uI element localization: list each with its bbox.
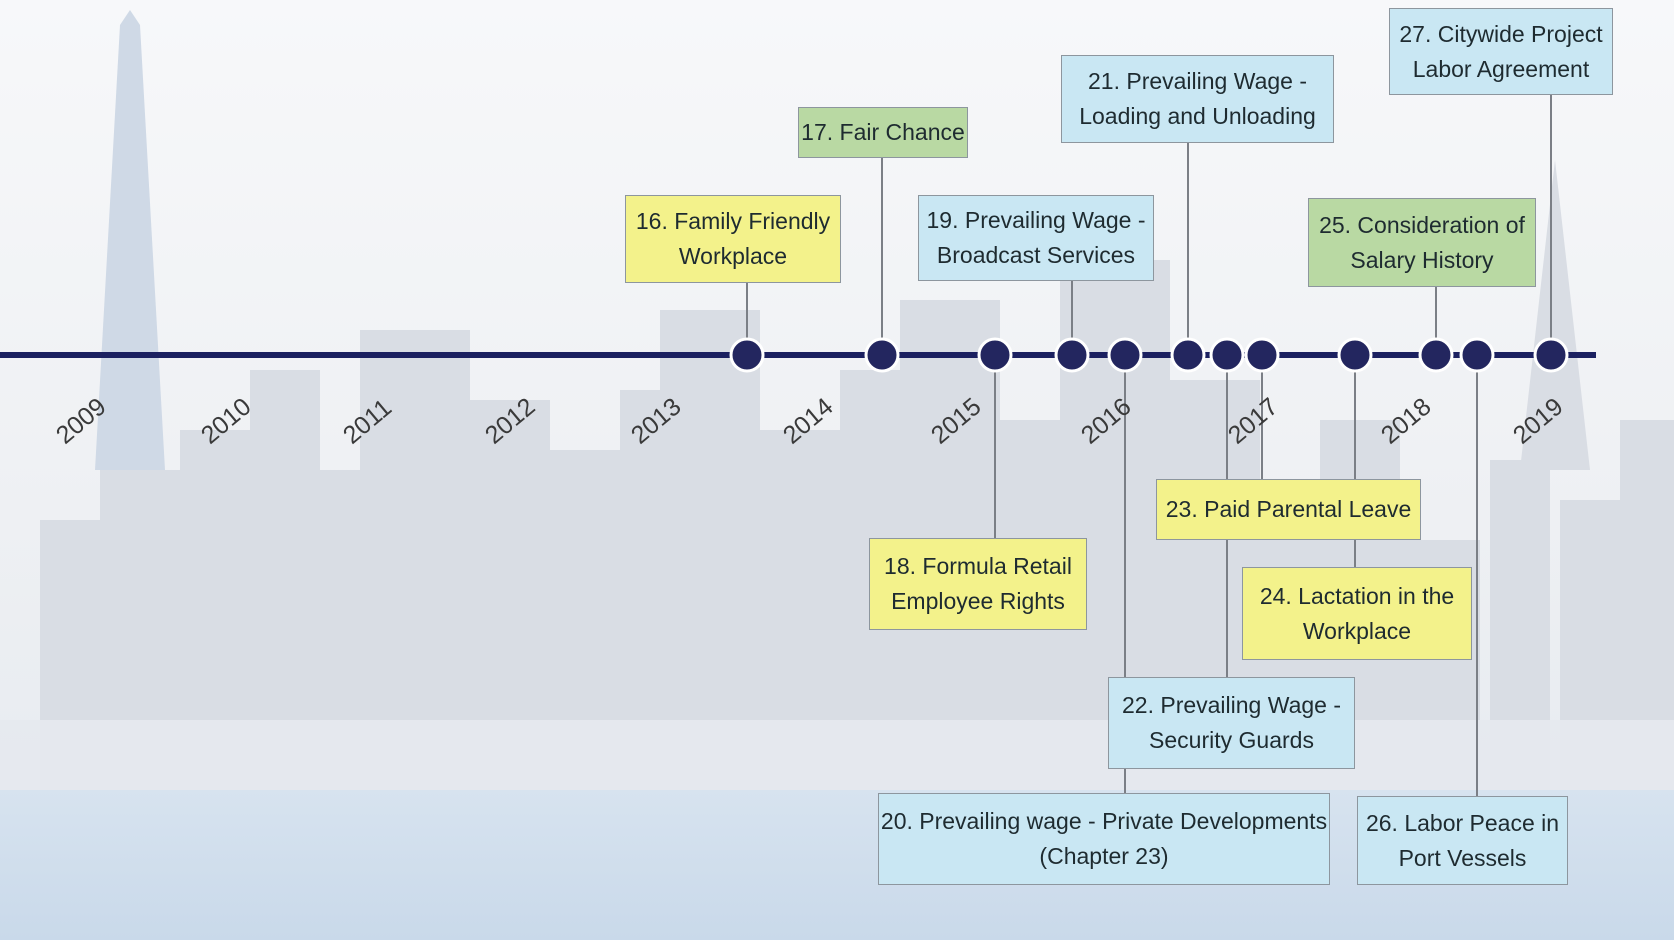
event-label-17: 17. Fair Chance — [801, 119, 965, 145]
event-callout-16: 16. Family Friendly Workplace — [625, 195, 841, 283]
event-dot-16 — [729, 337, 765, 373]
event-dot-24 — [1337, 337, 1373, 373]
event-label-26: 26. Labor Peace in Port Vessels — [1365, 809, 1560, 871]
event-callout-24: 24. Lactation in the Workplace — [1242, 567, 1472, 660]
event-callout-23: 23. Paid Parental Leave — [1156, 479, 1421, 540]
event-label-16: 16. Family Friendly Workplace — [635, 208, 831, 269]
event-label-20: 20. Prevailing wage - Private Developmen… — [880, 808, 1328, 869]
event-dot-27 — [1533, 337, 1569, 373]
event-dot-21 — [1170, 337, 1206, 373]
event-dot-18 — [977, 337, 1013, 373]
event-label-19: 19. Prevailing Wage - Broadcast Services — [926, 207, 1146, 268]
year-label-2013: 2013 — [626, 392, 687, 449]
year-label-2011: 2011 — [338, 394, 397, 450]
event-dot-25 — [1418, 337, 1454, 373]
event-dot-19 — [1054, 337, 1090, 373]
event-label-22: 22. Prevailing Wage - Security Guards — [1121, 692, 1342, 753]
event-callout-21: 21. Prevailing Wage - Loading and Unload… — [1061, 55, 1334, 143]
event-callout-18: 18. Formula Retail Employee Rights — [869, 538, 1087, 630]
event-dot-17 — [864, 337, 900, 373]
event-dot-22 — [1209, 337, 1245, 373]
year-label-2009: 2009 — [51, 392, 112, 449]
event-label-27: 27. Citywide Project Labor Agreement — [1399, 20, 1603, 82]
year-label-2014: 2014 — [778, 392, 839, 449]
year-label-2016: 2016 — [1076, 392, 1137, 449]
event-callout-20: 20. Prevailing wage - Private Developmen… — [878, 793, 1330, 885]
year-label-2019: 2019 — [1508, 392, 1569, 449]
event-dot-23 — [1244, 337, 1280, 373]
event-label-25: 25. Consideration of Salary History — [1319, 211, 1525, 273]
year-label-2010: 2010 — [196, 392, 257, 449]
event-callout-27: 27. Citywide Project Labor Agreement — [1389, 8, 1613, 95]
event-callout-17: 17. Fair Chance — [798, 107, 968, 158]
year-label-2018: 2018 — [1376, 392, 1437, 449]
event-callout-22: 22. Prevailing Wage - Security Guards — [1108, 677, 1355, 769]
event-label-18: 18. Formula Retail Employee Rights — [884, 553, 1072, 614]
event-dot-26 — [1459, 337, 1495, 373]
event-callout-19: 19. Prevailing Wage - Broadcast Services — [918, 195, 1154, 281]
event-dot-20 — [1107, 337, 1143, 373]
year-label-2015: 2015 — [926, 392, 987, 449]
event-callout-26: 26. Labor Peace in Port Vessels — [1357, 796, 1568, 885]
event-label-21: 21. Prevailing Wage - Loading and Unload… — [1079, 68, 1316, 129]
year-label-2017: 2017 — [1223, 392, 1284, 449]
year-label-2012: 2012 — [480, 392, 541, 449]
event-label-24: 24. Lactation in the Workplace — [1259, 582, 1455, 644]
event-callout-25: 25. Consideration of Salary History — [1308, 198, 1536, 287]
event-label-23: 23. Paid Parental Leave — [1165, 496, 1412, 522]
